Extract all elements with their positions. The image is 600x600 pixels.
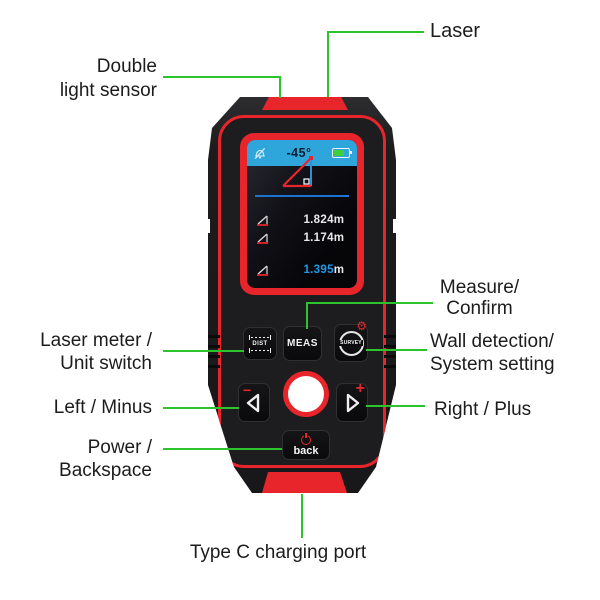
double-sensor-callout-line xyxy=(163,76,281,78)
status-bar: -45° xyxy=(247,140,357,166)
plus-icon: + xyxy=(355,380,365,397)
laser-callout-line xyxy=(327,31,424,33)
angle-readout: -45° xyxy=(286,146,312,160)
left-minus-callout-line xyxy=(163,407,239,409)
measurement-unit: m xyxy=(333,264,344,276)
power-callout-line xyxy=(163,448,282,450)
label-laser: Laser xyxy=(430,20,481,42)
right-plus-callout-line xyxy=(366,405,425,407)
distance-arrow-icon xyxy=(249,347,271,353)
laser-meter-callout-line xyxy=(163,350,244,352)
angle-icon xyxy=(257,264,268,276)
laser-window xyxy=(262,97,348,110)
survey-button[interactable]: ⚙ SURVEY xyxy=(334,320,368,362)
grip-ridge xyxy=(384,365,396,368)
grip-ridge xyxy=(208,365,220,368)
meas-button-label: MEAS xyxy=(287,338,318,349)
label-left-minus: Left / Minus xyxy=(53,397,152,418)
side-notch xyxy=(393,219,399,233)
wall-sensor-circle xyxy=(283,371,329,417)
device-body: -45° xyxy=(208,97,396,493)
label-measure-confirm: Measure/ Confirm xyxy=(439,277,520,319)
survey-button-label: SURVEY xyxy=(339,340,363,346)
label-power-backspace: Power / Backspace xyxy=(59,437,152,481)
label-double-light-sensor: Double light sensor xyxy=(59,56,157,101)
screen-bezel: -45° xyxy=(240,133,364,295)
gear-icon: ⚙ xyxy=(356,319,367,333)
right-arrow-icon xyxy=(346,393,360,412)
measure-callout-line xyxy=(306,302,433,304)
dist-unit-button[interactable]: DIST xyxy=(243,327,277,360)
angle-icon xyxy=(257,232,268,244)
power-back-button[interactable]: back xyxy=(282,430,330,460)
grip-ridge xyxy=(208,355,220,358)
distance-arrow-icon xyxy=(249,334,271,340)
laser-callout-line xyxy=(327,31,329,97)
type-c-port-area xyxy=(262,472,347,493)
bell-muted-icon xyxy=(254,147,266,159)
screen-divider xyxy=(255,195,349,197)
measurement-unit: m xyxy=(333,214,344,226)
double-sensor-callout-line xyxy=(279,76,281,98)
measurement-value-active: 1.395 xyxy=(303,264,334,276)
survey-scan-icon: SURVEY xyxy=(338,330,364,356)
display-screen: -45° xyxy=(247,140,357,288)
power-icon xyxy=(301,435,311,445)
label-right-plus: Right / Plus xyxy=(434,399,532,420)
label-type-c: Type C charging port xyxy=(189,542,367,563)
grip-ridge xyxy=(208,345,220,348)
battery-icon xyxy=(332,148,352,158)
measurement-value: 1.824 xyxy=(303,214,334,226)
side-notch xyxy=(204,219,210,233)
dist-button-label: DIST xyxy=(252,340,268,347)
left-minus-button[interactable]: − xyxy=(238,383,270,422)
minus-icon: − xyxy=(243,382,252,398)
grip-ridge xyxy=(208,335,220,338)
label-wall-detection: Wall detection/ System setting xyxy=(430,331,555,375)
right-plus-button[interactable]: + xyxy=(336,380,368,422)
wall-detection-callout-line xyxy=(366,349,427,351)
label-laser-meter: Laser meter / Unit switch xyxy=(40,330,152,374)
grip-ridge xyxy=(384,345,396,348)
measure-callout-line xyxy=(306,302,308,329)
measurement-unit: m xyxy=(333,232,344,244)
grip-ridge xyxy=(384,335,396,338)
left-arrow-icon xyxy=(246,393,260,412)
measure-button[interactable]: MEAS xyxy=(283,326,322,361)
back-button-label: back xyxy=(293,445,319,457)
angle-triangle-diagram xyxy=(282,156,313,188)
measurement-value: 1.174 xyxy=(303,232,334,244)
grip-ridge xyxy=(384,355,396,358)
type-c-callout-line xyxy=(301,494,303,538)
angle-icon xyxy=(257,214,268,226)
